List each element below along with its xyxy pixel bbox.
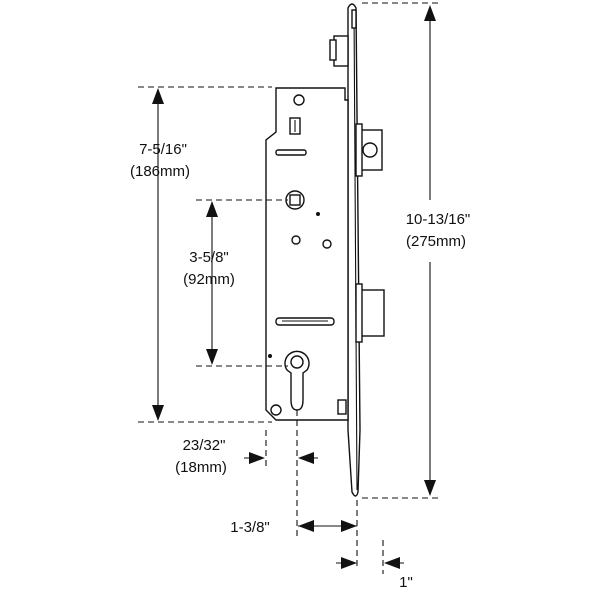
overall-height-metric: (186mm) (130, 163, 190, 180)
spindle-to-cylinder-metric: (92mm) (183, 271, 235, 288)
lock-body (265, 87, 349, 421)
latch-bolt (355, 283, 385, 343)
backset-imperial: 1-3/8" (230, 519, 270, 536)
dimension-faceplate-width: 1" (336, 540, 413, 591)
dimension-faceplate-length: 10-13/16" (275mm) (362, 2, 471, 499)
dimension-overall-height: 7-5/16" (186mm) (130, 86, 272, 423)
faceplate (347, 3, 361, 497)
faceplate-length-metric: (275mm) (406, 233, 466, 250)
spindle-to-cylinder-imperial: 3-5/8" (189, 249, 229, 266)
cylinder-offset-metric: (18mm) (175, 459, 227, 476)
faceplate-length-imperial: 10-13/16" (406, 211, 471, 228)
faceplate-width-imperial: 1" (399, 574, 413, 591)
upper-bolt (355, 123, 383, 177)
dimension-backset: 1-3/8" (230, 500, 358, 570)
cylinder-offset-imperial: 23/32" (183, 437, 226, 454)
top-tab (329, 35, 349, 67)
dimension-cylinder-offset: 23/32" (18mm) (175, 410, 318, 536)
overall-height-imperial: 7-5/16" (139, 141, 187, 158)
dimension-spindle-to-cylinder: 3-5/8" (92mm) (183, 199, 288, 367)
